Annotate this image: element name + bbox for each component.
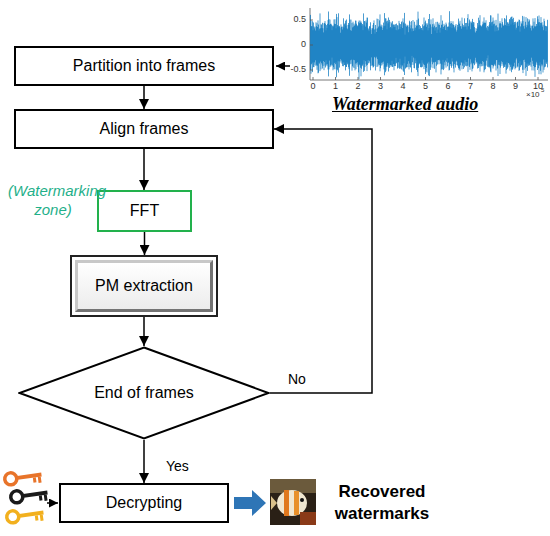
node-text: Decrypting [106,493,182,512]
diamond-shape [20,348,269,439]
node-text: Partition into frames [73,56,215,75]
process-box: Align frames [14,109,274,149]
input-arrow [276,65,290,67]
x-tick [515,77,516,80]
fish-stripe [284,490,289,516]
flow-arrow [143,317,145,346]
y-tick [310,20,313,21]
x-tick [493,77,494,80]
x-tick [313,77,314,80]
axis-tick-label: 0 [305,81,321,91]
orange-key [4,469,43,488]
image-background [270,479,316,525]
x-tick [425,77,426,80]
x-tick [358,77,359,80]
node-text: FFT [130,201,159,220]
x-tick [538,77,539,80]
axis-tick-label: 7 [463,81,479,91]
axis-tick-label: 0.5 [284,14,306,24]
axis-tick-label: 5 [418,81,434,91]
node-text: End of frames [94,383,194,402]
key-icons [4,469,49,526]
waveform [311,11,548,79]
axis-tick-label: 2 [350,81,366,91]
edge-label: No [288,371,306,387]
flow-arrow [143,440,145,483]
process-box: PM extraction [70,255,218,317]
zone-note: (Watermarking zone) [8,182,98,220]
fish-stripe [294,491,299,515]
axis-exponent: ×10 [526,90,540,99]
axis-tick-label: 9 [508,81,524,91]
axis-tick-label: 6 [440,81,456,91]
flow-arrow [270,129,372,393]
x-tick [335,77,336,80]
axis-tick-label: -0.5 [284,64,306,74]
axis-tick-label: 3 [373,81,389,91]
axis-tick-label: 0 [284,39,306,49]
axis-tick-label: 4 [395,81,411,91]
black-key [10,487,49,506]
output-block-arrow [234,490,266,516]
node-text: Align frames [100,119,189,138]
axis-exponent: 5 [541,87,544,93]
input-caption: Watermarked audio [332,94,478,115]
x-tick [448,77,449,80]
x-tick [470,77,471,80]
waveform-plot [310,8,548,80]
fish-tail [271,496,277,510]
flow-arrow [143,149,145,190]
decision-diamond: End of frames [18,346,270,440]
process-box: Partition into frames [14,46,274,86]
y-tick [310,70,313,71]
flow-arrow [143,86,145,109]
edge-label: Yes [166,458,189,474]
axis-tick-label: 1 [328,81,344,91]
key-arrow [47,502,58,504]
y-tick [310,45,313,46]
recovered-watermark-image [270,479,316,525]
output-caption: Recovered watermarks [322,481,442,525]
node-text: PM extraction [95,276,193,295]
x-tick [403,77,404,80]
fish-eye [300,498,304,502]
image-coral [300,512,316,525]
x-tick [380,77,381,80]
axis-tick-label: 8 [485,81,501,91]
x-axis [310,80,548,81]
yellow-key [6,507,45,526]
process-box: FFT [97,190,192,232]
process-box: Decrypting [59,483,229,523]
flow-arrow [144,232,146,255]
inner-frame: PM extraction [75,260,213,312]
